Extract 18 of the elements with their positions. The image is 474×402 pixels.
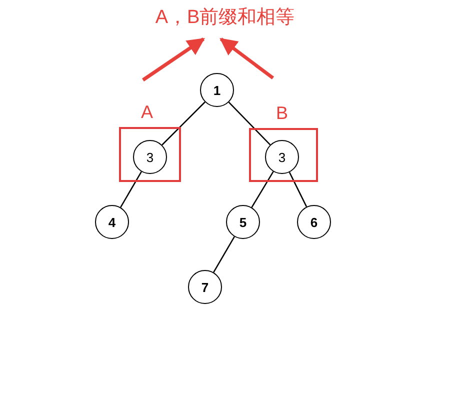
connector-line — [162, 102, 206, 146]
tree-node-circle: 3 — [265, 140, 299, 174]
box-label: A — [140, 102, 154, 122]
tree-node-circle: 4 — [95, 205, 129, 239]
tree-node-circle: 5 — [226, 205, 260, 239]
arrow — [220, 38, 274, 80]
box-label: B — [274, 103, 289, 123]
tree-node-circle: 7 — [188, 270, 222, 304]
connector-line — [228, 102, 271, 146]
annotation-text: A，B前缀和相等 — [145, 6, 305, 38]
connector-line — [251, 171, 274, 208]
tree-node-circle: 1 — [200, 73, 234, 107]
tree-node-circle: 3 — [133, 140, 167, 174]
connector-line — [120, 171, 142, 208]
connector-line — [213, 236, 235, 273]
tree-node-circle: 6 — [297, 205, 331, 239]
connector-line — [288, 172, 308, 207]
arrow — [142, 38, 205, 82]
